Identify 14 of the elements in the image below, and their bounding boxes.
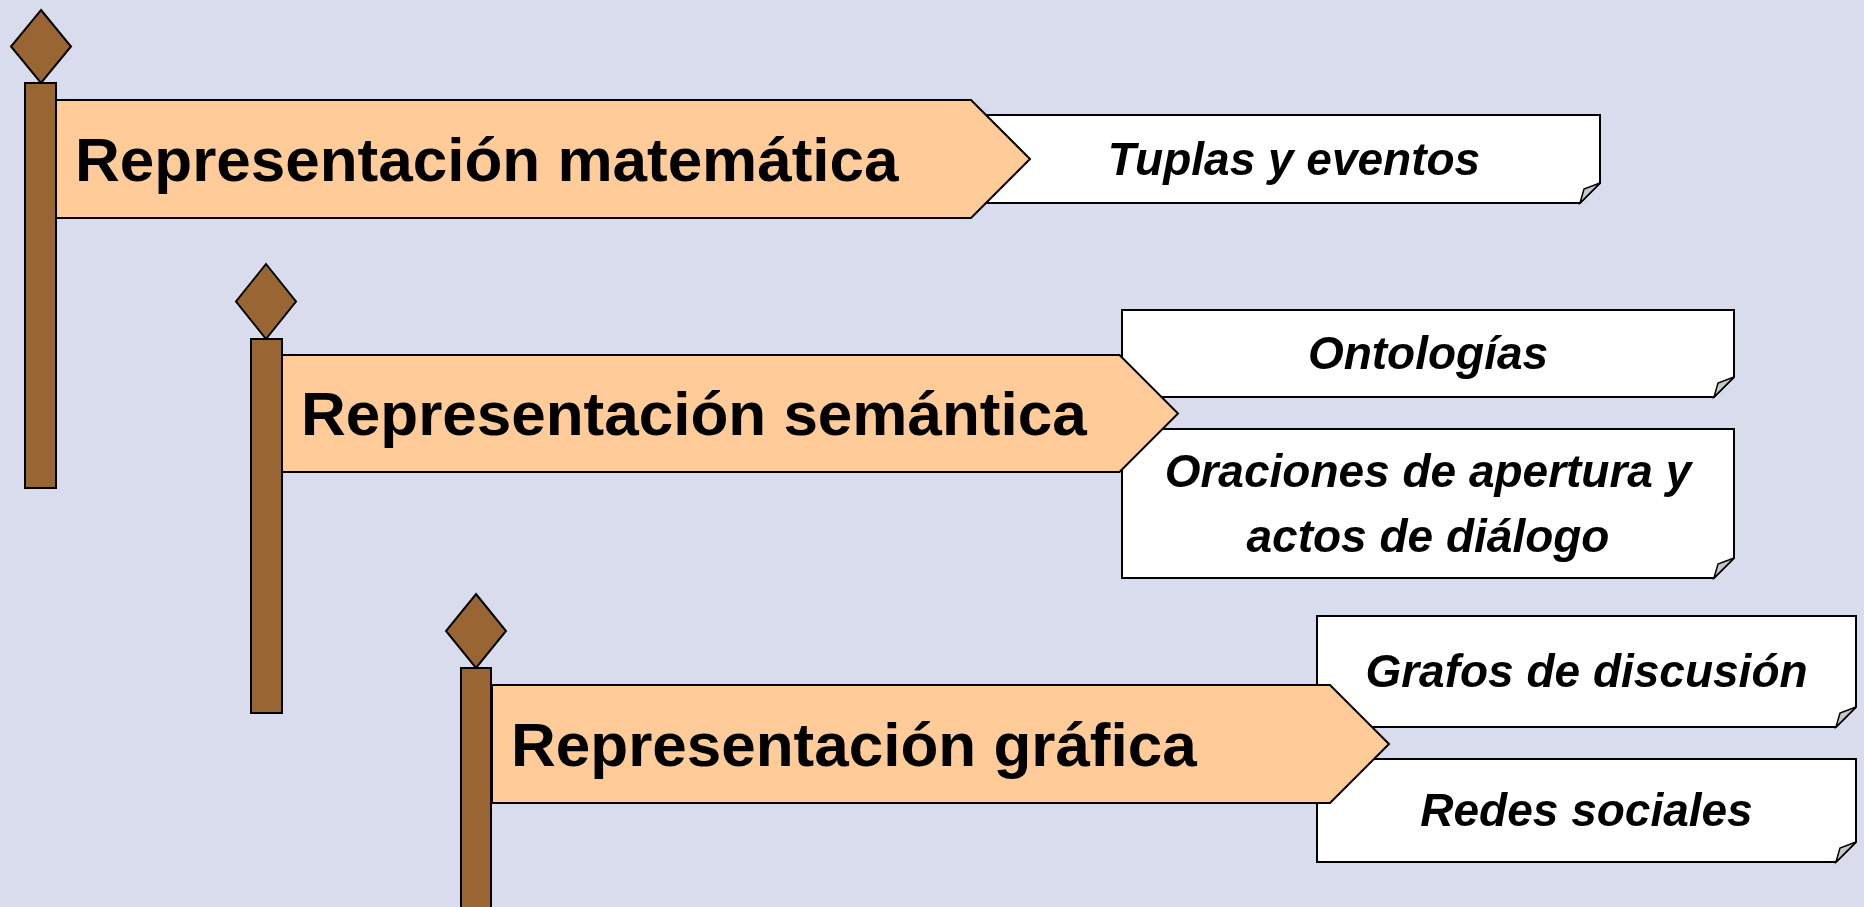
note-card <box>1121 309 1735 398</box>
note-card <box>1316 615 1857 728</box>
banner-heading: Representación semántica <box>301 378 1087 449</box>
note-card <box>1316 758 1857 863</box>
banner-heading: Representación matemática <box>75 123 899 195</box>
note-card <box>987 114 1601 204</box>
banner-arrow <box>55 99 1031 219</box>
note-text: Grafos de discusión <box>1365 644 1808 700</box>
note-text: Oraciones de apertura y actos de diálogo <box>1163 444 1694 564</box>
note-text: Ontologías <box>1307 326 1549 382</box>
note-card <box>1121 428 1735 579</box>
banner-heading: Representación gráfica <box>511 708 1197 780</box>
note-text: Tuplas y eventos <box>1107 131 1481 187</box>
note-text: Redes sociales <box>1420 783 1753 839</box>
